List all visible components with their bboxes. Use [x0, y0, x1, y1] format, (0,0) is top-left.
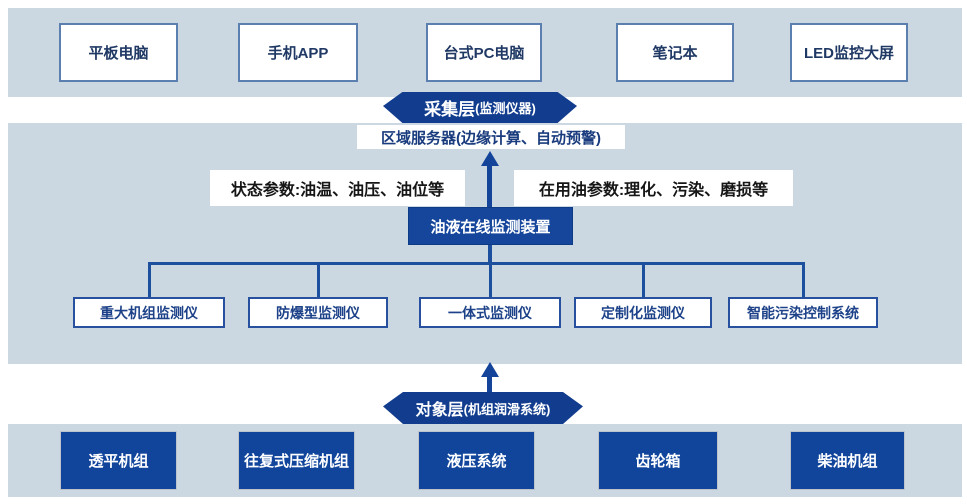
collection-layer-subtitle: (监测仪器) — [475, 101, 536, 116]
collection-layer-banner: 采集层(监测仪器) — [383, 92, 577, 123]
arrow-up-icon — [481, 151, 499, 166]
device-connector-stem — [488, 245, 492, 264]
terminal-box-mobile-app: 手机APP — [238, 23, 358, 82]
terminal-box-tablet: 平板电脑 — [59, 23, 178, 82]
connector-drop-3 — [489, 262, 492, 297]
arrow-up-icon — [481, 362, 499, 377]
equipment-box-turbine: 透平机组 — [60, 431, 177, 490]
instrument-box-explosion-proof: 防爆型监测仪 — [248, 297, 388, 328]
arrow-up-stem — [487, 375, 492, 394]
instrument-box-contamination-control: 智能污染控制系统 — [728, 297, 878, 328]
oil-parameters-box: 在用油参数:理化、污染、磨损等 — [514, 170, 793, 206]
oil-monitoring-device-box: 油液在线监测装置 — [408, 207, 573, 245]
instrument-box-major-unit: 重大机组监测仪 — [73, 297, 225, 328]
connector-horizontal-line — [148, 262, 805, 265]
object-layer-subtitle: (机组润滑系统) — [463, 401, 551, 417]
regional-server-box: 区域服务器(边缘计算、自动预警) — [357, 125, 625, 149]
object-layer-title: 对象层 — [415, 402, 464, 419]
equipment-box-hydraulic-system: 液压系统 — [418, 431, 535, 490]
instrument-box-integrated: 一体式监测仪 — [419, 297, 561, 328]
status-parameters-box: 状态参数:油温、油压、油位等 — [210, 170, 465, 206]
collection-layer-title: 采集层 — [424, 100, 476, 119]
arrow-up-stem — [487, 164, 492, 208]
equipment-box-diesel-unit: 柴油机组 — [790, 431, 905, 490]
connector-drop-4 — [642, 262, 645, 297]
object-layer-banner: 对象层 (机组润滑系统) — [383, 392, 583, 424]
terminal-box-led-screen: LED监控大屏 — [790, 23, 908, 82]
connector-drop-2 — [317, 262, 320, 297]
connector-drop-5 — [802, 262, 805, 297]
terminal-box-laptop: 笔记本 — [616, 23, 734, 82]
connector-drop-1 — [148, 262, 151, 297]
instrument-box-customized: 定制化监测仪 — [574, 297, 712, 328]
equipment-box-reciprocating-compressor: 往复式压缩机组 — [238, 431, 355, 490]
terminal-box-desktop-pc: 台式PC电脑 — [426, 23, 542, 82]
equipment-box-gearbox: 齿轮箱 — [598, 431, 718, 490]
